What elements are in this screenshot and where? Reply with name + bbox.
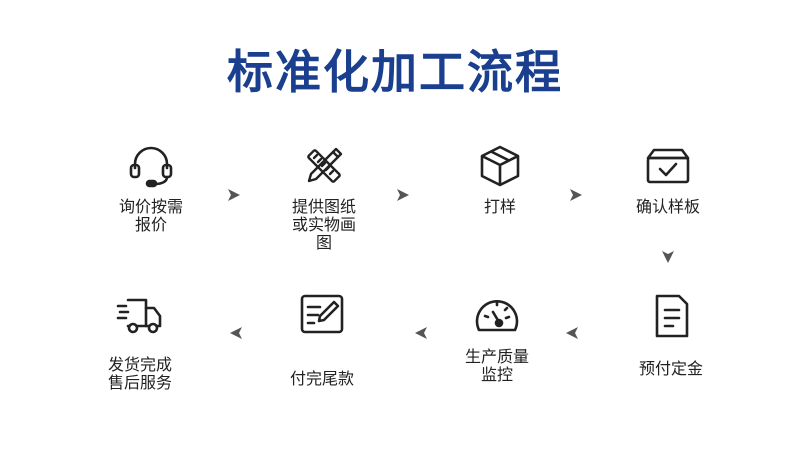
arrow-left-icon (565, 326, 579, 340)
step-label: 提供图纸 或实物画 图 (291, 197, 356, 252)
arrow-down-icon (661, 250, 675, 264)
step-final-payment: 付完尾款 (262, 290, 382, 388)
gauge-icon (475, 299, 519, 332)
step-delivery: 发货完成 售后服务 (80, 290, 200, 392)
step-deposit: 预付定金 (611, 290, 731, 378)
step-inquiry: 询价按需 报价 (91, 140, 211, 234)
step-label: 确认样板 (635, 197, 700, 216)
step-label: 付完尾款 (289, 369, 354, 388)
step-label: 预付定金 (638, 359, 703, 378)
step-label: 发货完成 售后服务 (107, 355, 172, 392)
arrow-left-icon (414, 326, 428, 340)
step-sample: 打样 (440, 140, 560, 216)
ruler-pencil-icon (307, 147, 343, 183)
arrow-left-icon (229, 326, 243, 340)
cube-icon (480, 145, 520, 187)
page-title: 标准化加工流程 (227, 45, 563, 99)
step-label: 打样 (483, 197, 516, 216)
document-icon (655, 294, 689, 338)
form-edit-icon (300, 294, 344, 334)
delivery-truck-icon (116, 298, 162, 334)
step-label: 询价按需 报价 (118, 197, 183, 234)
arrow-right-icon (569, 188, 583, 202)
arrow-right-icon (396, 188, 410, 202)
arrow-right-icon (227, 188, 241, 202)
step-confirm-sample: 确认样板 (608, 140, 728, 216)
step-label: 生产质量 监控 (464, 347, 529, 384)
box-check-icon (646, 148, 690, 184)
step-drawings: 提供图纸 或实物画 图 (264, 140, 384, 252)
headset-icon (129, 146, 173, 188)
step-quality-control: 生产质量 监控 (437, 290, 557, 384)
